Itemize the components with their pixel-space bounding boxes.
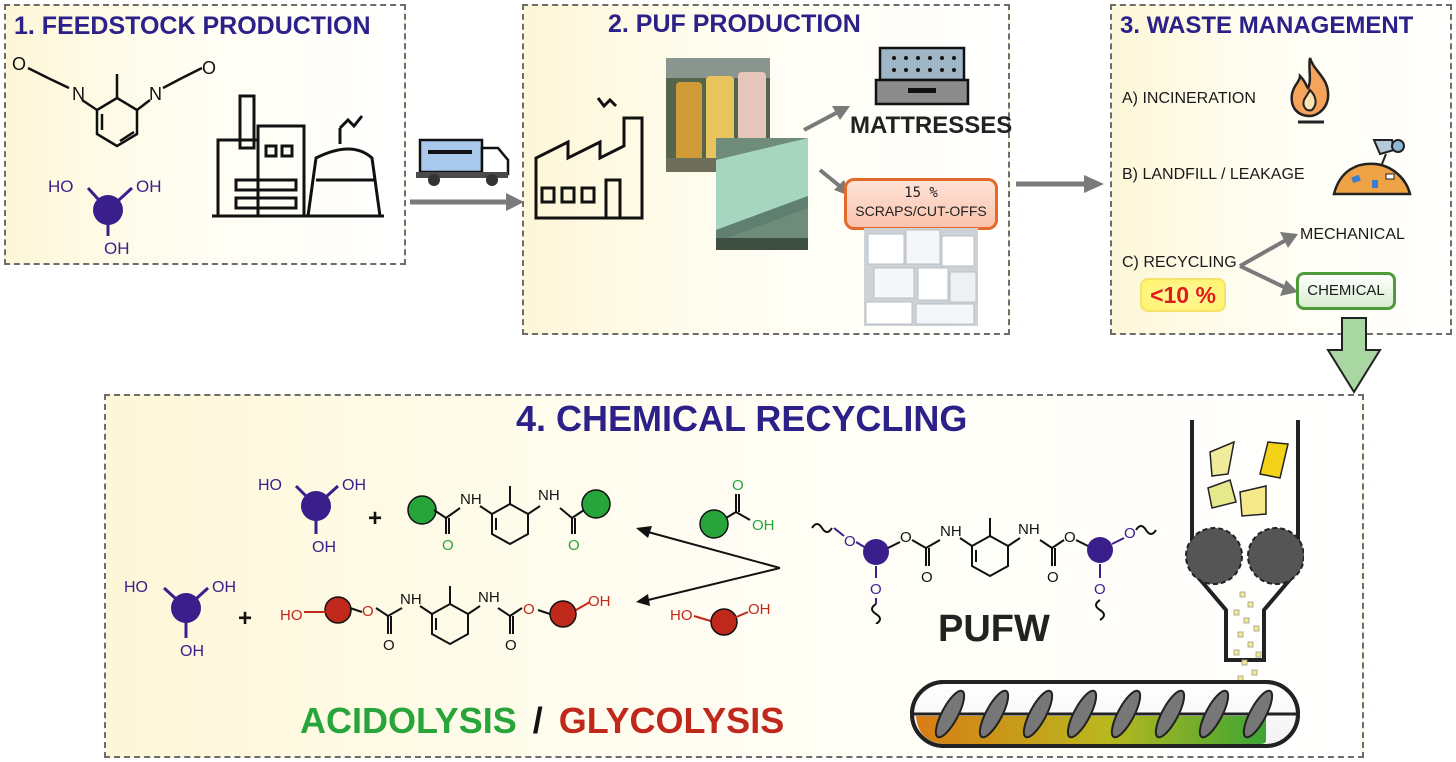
- foam-line-photo: [716, 138, 808, 250]
- polyol-1-oh-right: OH: [136, 177, 162, 196]
- process-names: ACIDOLYSIS / GLYCOLYSIS: [300, 700, 784, 742]
- acid-amide-o-left: O: [442, 537, 454, 554]
- process-separator: /: [532, 700, 543, 741]
- glyco-polyol-oh-bottom: OH: [180, 643, 204, 660]
- acid-polyol-oh-right: OH: [342, 477, 366, 494]
- tdi-o-right: O: [202, 58, 216, 78]
- puf-title: 2. PUF PRODUCTION: [608, 10, 861, 38]
- landfill-icon: [1332, 139, 1412, 196]
- acidolysis-label: ACIDOLYSIS: [300, 700, 517, 741]
- pufw-o-right-chain: O: [1124, 525, 1136, 542]
- reaction-arrows: [636, 526, 781, 606]
- foam-scraps-photo: [864, 228, 978, 326]
- extruder-reactor: [910, 420, 1304, 748]
- flow-arrow-2-to-3: [1016, 175, 1104, 193]
- flow-arrow-1-to-2: [410, 193, 524, 211]
- mattress-icon: [874, 46, 970, 106]
- acid-amide-nh-left: NH: [460, 491, 482, 508]
- feedstock-title: 1. FEEDSTOCK PRODUCTION: [14, 12, 371, 40]
- glyco-nh-right: NH: [478, 589, 500, 606]
- tdi-molecule: N N O O: [12, 54, 216, 148]
- glycol-reagent-oh: OH: [748, 601, 771, 618]
- chemical-recycling-title: 4. CHEMICAL RECYCLING: [516, 398, 968, 439]
- glyco-nh-left: NH: [400, 591, 422, 608]
- pufw-structure: O O O NH NH O O O O O: [811, 518, 1157, 624]
- down-arrow-to-chemical-recycling: [1326, 317, 1382, 394]
- acid-plus: +: [368, 505, 382, 532]
- glyco-polyol-ho: HO: [124, 579, 148, 596]
- fire-icon: [1290, 57, 1330, 124]
- arrow-to-mattresses: [803, 106, 850, 132]
- acid-reagent-o: O: [732, 477, 744, 494]
- pufw-o-ester-left: O: [900, 529, 912, 546]
- scraps-box: 15 % SCRAPS/CUT-OFFS: [844, 178, 998, 230]
- scraps-label: SCRAPS/CUT-OFFS: [855, 203, 987, 219]
- glyco-o-ester-left: O: [362, 603, 374, 620]
- acid-reagent-oh: OH: [752, 517, 775, 534]
- glycol-reagent: HO OH: [670, 601, 771, 636]
- pufw-o-carbonyl-left: O: [921, 569, 933, 586]
- factory-icon: [534, 97, 644, 220]
- pufw-o-ester-right: O: [1064, 529, 1076, 546]
- glyco-o-carbonyl-right: O: [505, 637, 517, 654]
- glycolysis-label: GLYCOLYSIS: [558, 700, 785, 741]
- pufw-o-carbonyl-right: O: [1047, 569, 1059, 586]
- glyco-ho-left: HO: [280, 607, 303, 624]
- incineration-label: A) INCINERATION: [1122, 90, 1256, 107]
- acid-amide-o-right: O: [568, 537, 580, 554]
- mechanical-label: MECHANICAL: [1300, 226, 1405, 243]
- chemical-plant-icon: [212, 94, 384, 218]
- acid-polyol-oh-bottom: OH: [312, 539, 336, 556]
- pufw-o-right-down: O: [1094, 581, 1106, 598]
- landfill-label: B) LANDFILL / LEAKAGE: [1122, 166, 1305, 183]
- polyol-1-ho: HO: [48, 177, 74, 196]
- pufw-label: PUFW: [938, 608, 1050, 650]
- glyco-oh-right: OH: [588, 593, 611, 610]
- mattresses-label: MATTRESSES: [850, 112, 1013, 139]
- polyol-molecule-1: HO OH OH: [48, 177, 162, 258]
- acidolysis-products: HO OH OH + NH NH O O: [258, 477, 611, 556]
- pufw-nh-left: NH: [940, 523, 962, 540]
- acid-polyol-ho: HO: [258, 477, 282, 494]
- glyco-o-ester-right: O: [523, 601, 535, 618]
- chemical-box: CHEMICAL: [1296, 272, 1396, 310]
- glycolysis-products: HO OH OH + HO O NH NH O O O OH: [124, 579, 611, 660]
- acid-reagent: O OH: [699, 477, 775, 539]
- tdi-n-left: N: [72, 84, 85, 104]
- recycling-branch-arrows: [1239, 232, 1298, 296]
- pufw-o-left-down: O: [870, 581, 882, 598]
- glyco-polyol-oh-right: OH: [212, 579, 236, 596]
- glycol-reagent-ho: HO: [670, 607, 693, 624]
- glyco-plus: +: [238, 605, 252, 632]
- polyol-1-oh-bottom: OH: [104, 239, 130, 258]
- tdi-o-left: O: [12, 54, 26, 74]
- tdi-n-right: N: [149, 84, 162, 104]
- pufw-o-left-chain: O: [844, 533, 856, 550]
- glyco-o-carbonyl-left: O: [383, 637, 395, 654]
- pufw-nh-right: NH: [1018, 521, 1040, 538]
- recycling-label: C) RECYCLING: [1122, 254, 1237, 271]
- acid-amide-nh-right: NH: [538, 487, 560, 504]
- scraps-percentage: 15 %: [904, 185, 938, 201]
- truck-icon: [416, 138, 510, 186]
- recycling-percentage: <10 %: [1140, 278, 1226, 312]
- waste-title: 3. WASTE MANAGEMENT: [1120, 12, 1414, 39]
